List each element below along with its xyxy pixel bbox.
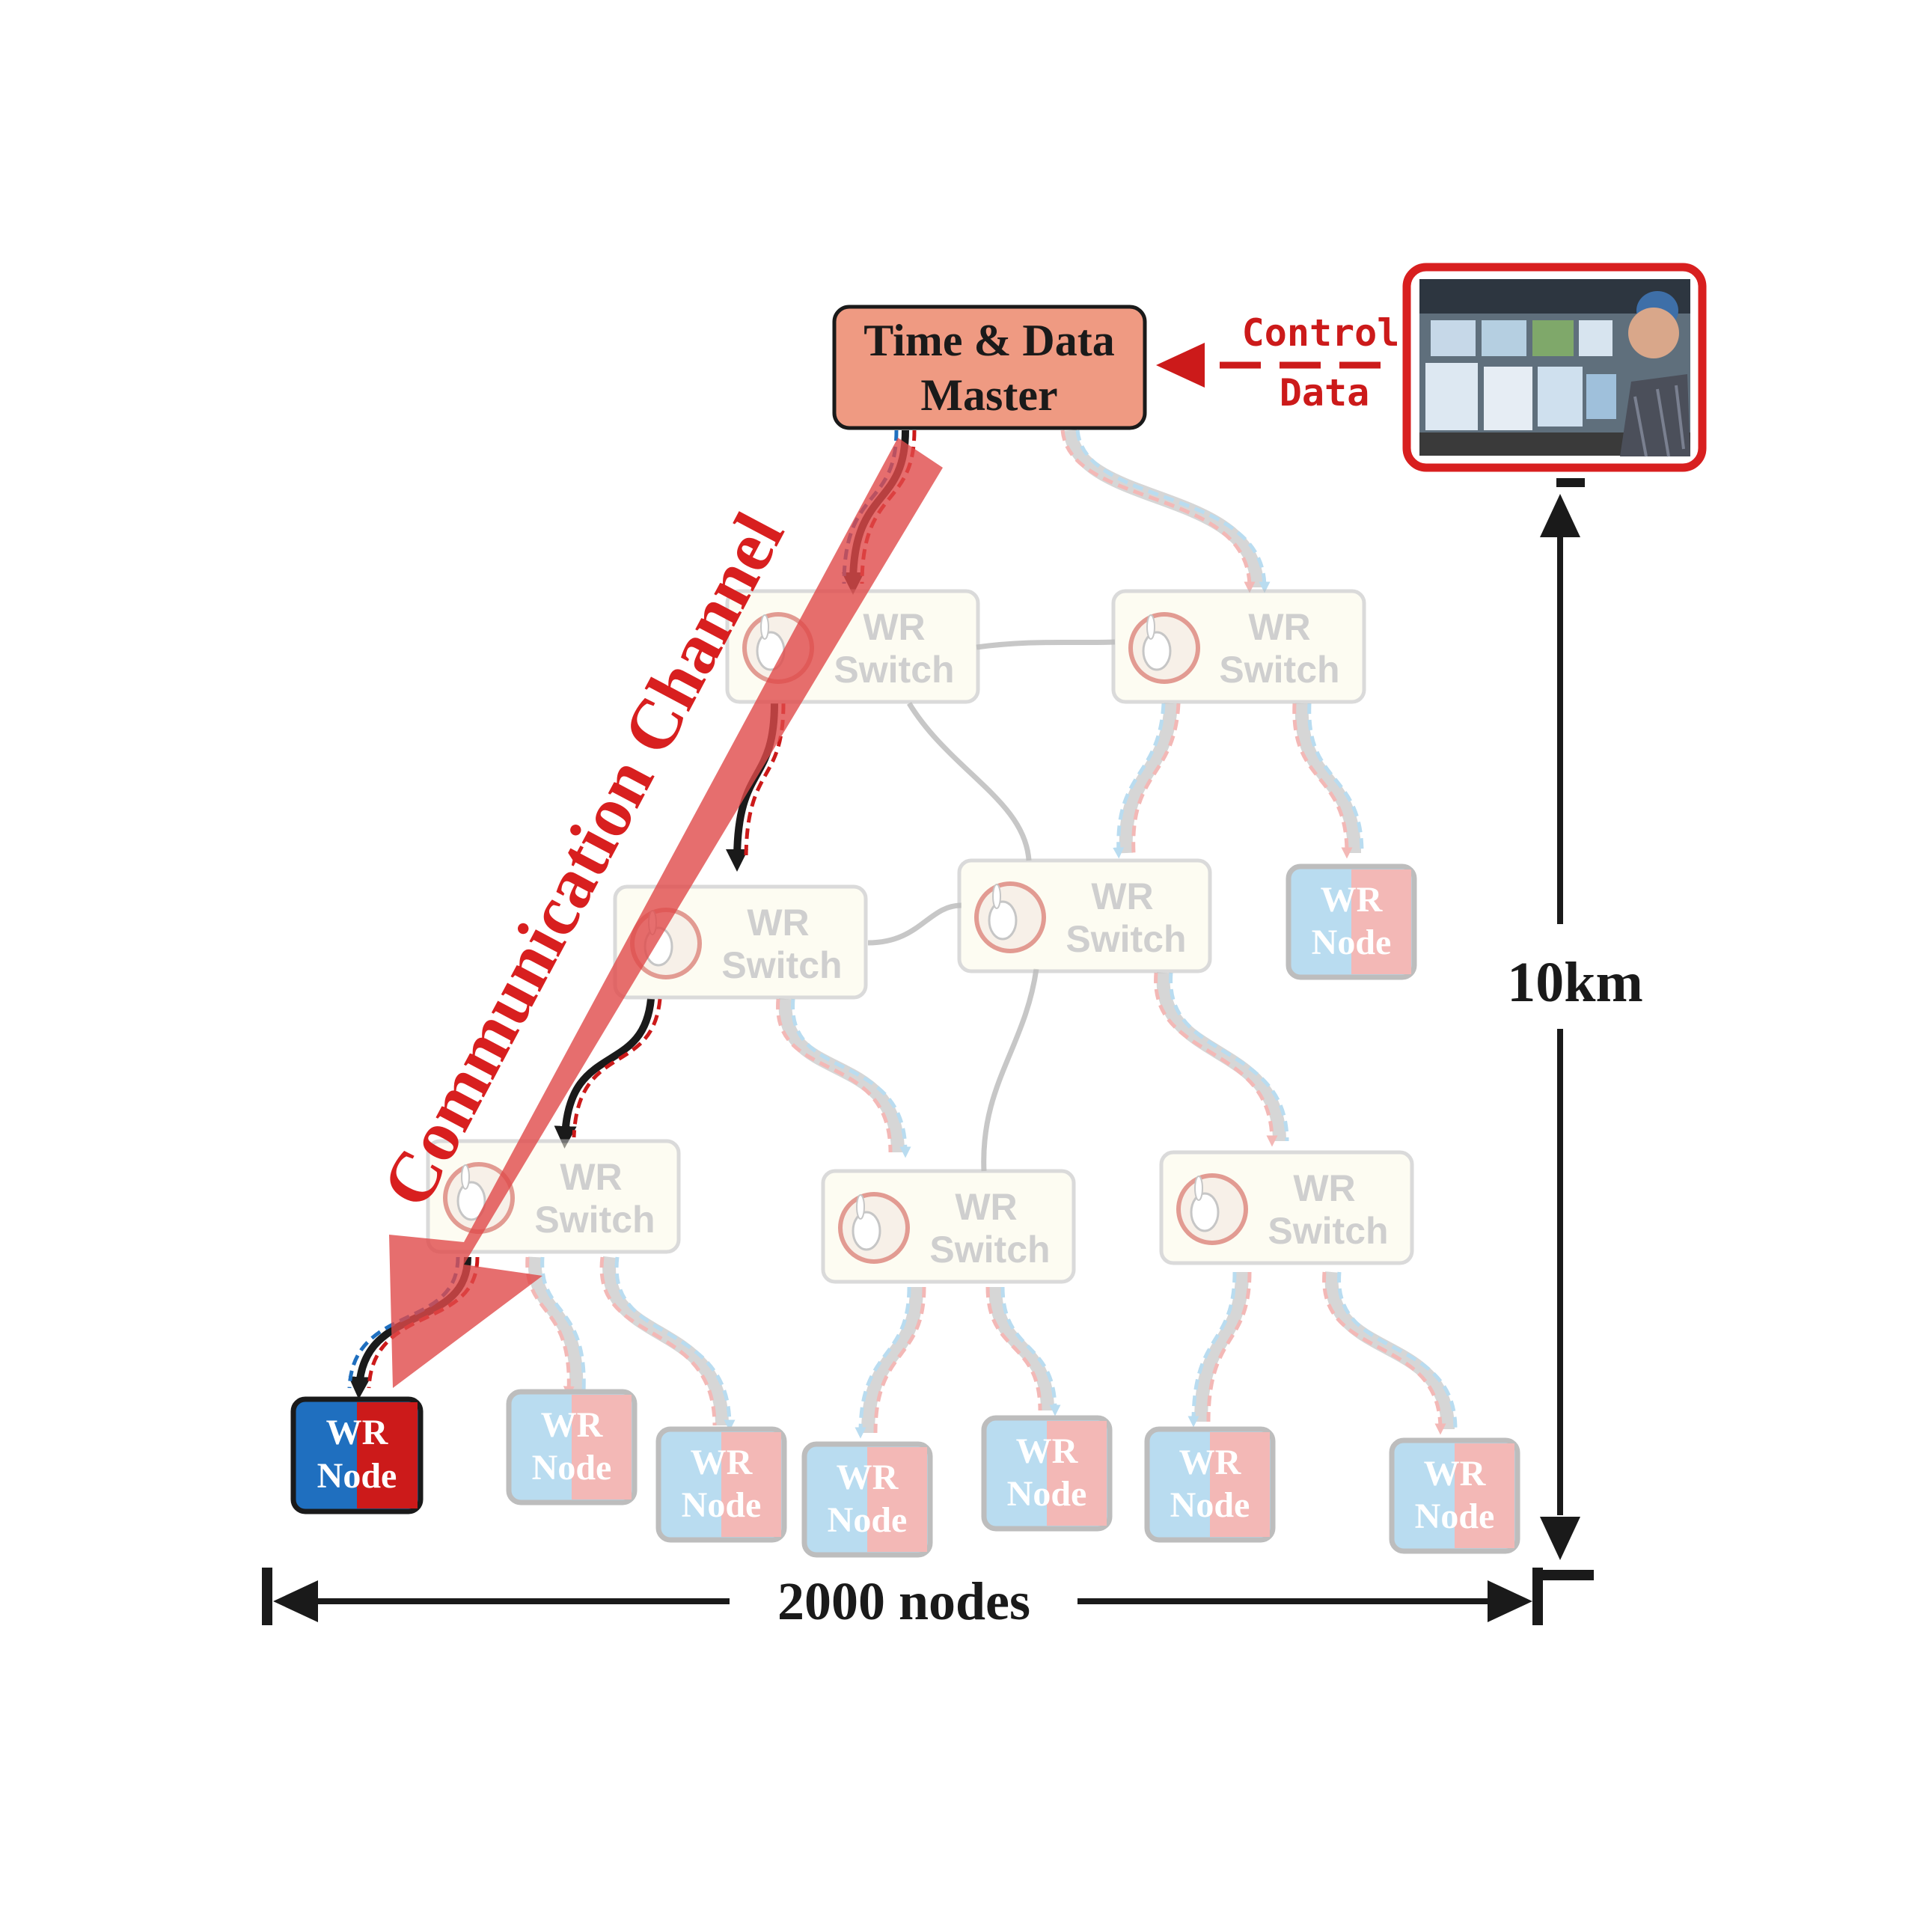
height-dimension: 10km (1507, 478, 1643, 1560)
svg-text:Node: Node (682, 1485, 762, 1525)
wr-node: WR Node (506, 1389, 638, 1505)
rabbit-logo-icon (1176, 1173, 1248, 1245)
switch-mesh-links (867, 639, 1116, 1172)
switch-label-line1: WR (863, 606, 925, 648)
switch-label-line1: WR (1091, 875, 1153, 917)
svg-text:Node: Node (1007, 1474, 1087, 1514)
switch-label-line2: Switch (1268, 1210, 1388, 1252)
switch-label-line2: Switch (721, 944, 842, 986)
switch-label-line2: Switch (1219, 649, 1339, 691)
svg-text:Node: Node (1312, 923, 1392, 962)
time-data-master: Time & Data Master (832, 305, 1147, 430)
rabbit-logo-icon (838, 1192, 910, 1264)
wr-node-highlighted: WR Node (290, 1396, 424, 1514)
switch-label-line2: Switch (929, 1229, 1050, 1271)
svg-text:WR: WR (541, 1405, 604, 1445)
height-label: 10km (1507, 951, 1643, 1014)
width-label: 2000 nodes (777, 1571, 1030, 1631)
width-dimension: 2000 nodes (262, 1568, 1594, 1631)
svg-text:WR: WR (1179, 1443, 1242, 1482)
svg-text:Node: Node (532, 1448, 612, 1488)
wr-node: WR Node (801, 1441, 933, 1558)
wr-node: WR Node (655, 1426, 787, 1543)
wr-node: WR Node (1144, 1426, 1276, 1543)
control-label: Control (1242, 311, 1400, 355)
wr-node: WR Node (1389, 1437, 1520, 1554)
control-data-link: Control Data (1156, 311, 1399, 415)
wr-nodes-faded: WR Node WR Node WR Node WR Node WR Node (506, 863, 1520, 1558)
switch-label-line1: WR (1293, 1167, 1355, 1209)
svg-text:WR: WR (691, 1443, 753, 1482)
svg-text:Node: Node (1415, 1497, 1495, 1536)
wr-switch-7: WR Switch (1159, 1150, 1414, 1265)
master-title-line2: Master (920, 370, 1057, 420)
master-title-line1: Time & Data (863, 316, 1115, 365)
svg-text:Node: Node (317, 1456, 397, 1496)
switch-label-line2: Switch (834, 649, 954, 691)
svg-text:Node: Node (828, 1500, 908, 1540)
switch-label-line2: Switch (1066, 918, 1186, 960)
wr-node: WR Node (981, 1415, 1113, 1532)
svg-text:WR: WR (837, 1458, 899, 1497)
control-room-photo (1402, 263, 1707, 472)
wr-node: WR Node (1286, 863, 1417, 980)
switch-label-line1: WR (560, 1156, 622, 1198)
svg-text:WR: WR (326, 1413, 389, 1452)
switch-label-line2: Switch (534, 1199, 655, 1241)
switch-label-line1: WR (747, 902, 809, 944)
svg-text:WR: WR (1321, 880, 1384, 920)
data-label: Data (1280, 371, 1369, 415)
rabbit-logo-icon (1128, 612, 1200, 684)
svg-text:WR: WR (1016, 1431, 1079, 1471)
wr-switch-4: WR Switch (957, 858, 1212, 973)
switch-label-line1: WR (955, 1186, 1017, 1228)
svg-text:WR: WR (1424, 1454, 1487, 1494)
wr-switch-6: WR Switch (821, 1169, 1076, 1284)
wr-switch-2: WR Switch (1111, 589, 1366, 704)
rabbit-logo-icon (974, 881, 1046, 953)
svg-text:Node: Node (1170, 1485, 1250, 1525)
wr-switch-5: WR Switch (426, 1139, 681, 1254)
switch-label-line1: WR (1248, 606, 1310, 648)
